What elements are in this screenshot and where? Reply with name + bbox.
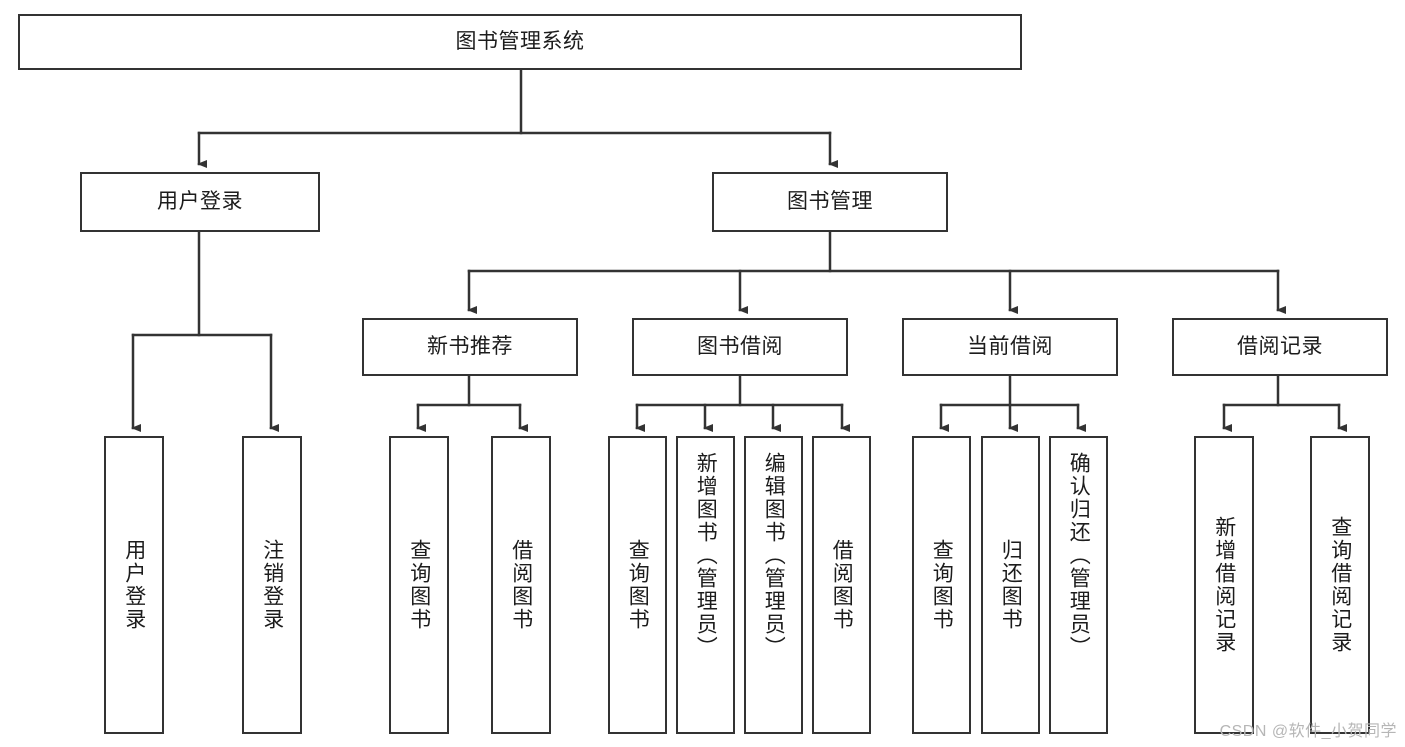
node-label: 归还图书	[999, 539, 1023, 631]
leaf-borrow-book-borrow[interactable]: 借阅图书	[812, 436, 871, 734]
node-label: 新增图书（管理员）	[694, 452, 718, 659]
csdn-watermark: CSDN @软件_小贺同学	[1219, 723, 1397, 740]
node-label: 查询图书	[407, 539, 431, 631]
node-label: 编辑图书（管理员）	[762, 452, 786, 659]
node-label: 图书管理	[787, 189, 873, 213]
node-book-borrow[interactable]: 图书借阅	[632, 318, 848, 376]
leaf-add-borrow-record[interactable]: 新增借阅记录	[1194, 436, 1254, 734]
node-label: 确认归还（管理员）	[1067, 452, 1091, 659]
node-label: 查询图书	[626, 539, 650, 631]
node-label: 用户登录	[157, 189, 243, 213]
node-label: 借阅记录	[1237, 334, 1323, 358]
leaf-query-borrow-record[interactable]: 查询借阅记录	[1310, 436, 1370, 734]
leaf-user-login[interactable]: 用户登录	[104, 436, 164, 734]
leaf-confirm-return-admin[interactable]: 确认归还（管理员）	[1049, 436, 1108, 734]
leaf-query-book-recommend[interactable]: 查询图书	[389, 436, 449, 734]
node-label: 借阅图书	[509, 539, 533, 631]
node-user-login[interactable]: 用户登录	[80, 172, 320, 232]
node-root-book-management-system[interactable]: 图书管理系统	[18, 14, 1022, 70]
node-label: 查询借阅记录	[1328, 516, 1352, 654]
node-borrow-record[interactable]: 借阅记录	[1172, 318, 1388, 376]
leaf-query-book-current[interactable]: 查询图书	[912, 436, 971, 734]
node-book-management[interactable]: 图书管理	[712, 172, 948, 232]
node-label: 用户登录	[122, 539, 146, 631]
leaf-logout-login[interactable]: 注销登录	[242, 436, 302, 734]
node-current-borrow[interactable]: 当前借阅	[902, 318, 1118, 376]
node-new-book-recommend[interactable]: 新书推荐	[362, 318, 578, 376]
node-label: 图书借阅	[697, 334, 783, 358]
node-label: 注销登录	[260, 539, 284, 631]
leaf-query-book-borrow[interactable]: 查询图书	[608, 436, 667, 734]
leaf-add-book-admin[interactable]: 新增图书（管理员）	[676, 436, 735, 734]
node-label: 当前借阅	[967, 334, 1053, 358]
node-label: 新增借阅记录	[1212, 516, 1236, 654]
leaf-edit-book-admin[interactable]: 编辑图书（管理员）	[744, 436, 803, 734]
node-label: 新书推荐	[427, 334, 513, 358]
node-label: 图书管理系统	[455, 29, 585, 53]
node-label: 借阅图书	[830, 539, 854, 631]
node-label: 查询图书	[930, 539, 954, 631]
leaf-return-book[interactable]: 归还图书	[981, 436, 1040, 734]
leaf-borrow-book-recommend[interactable]: 借阅图书	[491, 436, 551, 734]
